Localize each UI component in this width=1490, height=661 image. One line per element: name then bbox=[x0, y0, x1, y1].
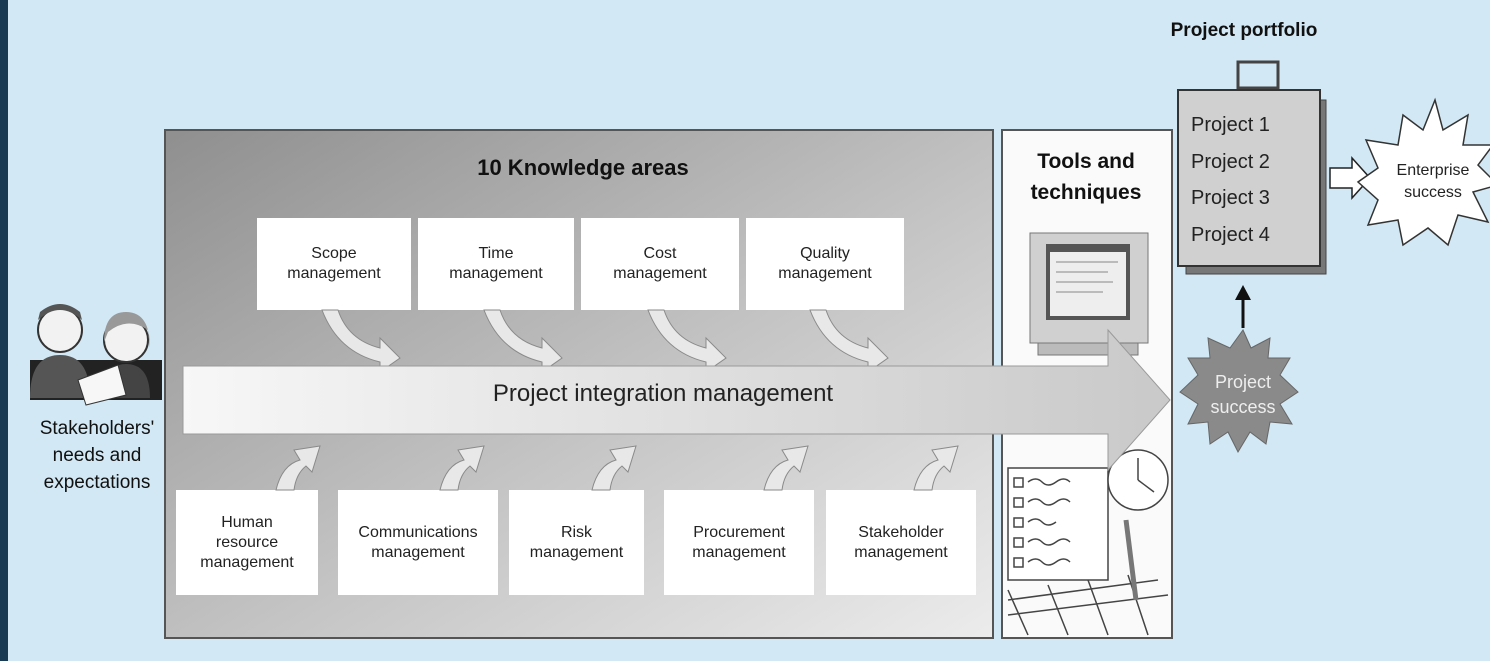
knowledge-areas-title: 10 Knowledge areas bbox=[477, 155, 689, 180]
tools-title: Tools and techniques bbox=[1030, 150, 1142, 204]
scope-management-label: Scope management bbox=[287, 245, 381, 282]
diagram-frame: Stakeholders' needs and expectations 10 … bbox=[8, 0, 1490, 661]
project-success-burst bbox=[1179, 329, 1299, 454]
diagram-canvas bbox=[30, 60, 1490, 639]
project-1-label: Project 1 bbox=[1191, 114, 1270, 136]
project-success-label: Project success bbox=[1210, 372, 1276, 417]
time-box bbox=[418, 218, 574, 310]
procurement-management-label: Procurement management bbox=[692, 523, 786, 561]
stakeholder-box bbox=[826, 490, 976, 595]
up-arrow bbox=[1235, 285, 1251, 328]
project-3-label: Project 3 bbox=[1191, 187, 1270, 209]
risk-box bbox=[509, 490, 644, 595]
cost-box bbox=[581, 218, 739, 310]
enterprise-success-label: Enterprise success bbox=[1396, 162, 1470, 201]
checklist-clock-icon bbox=[1007, 449, 1169, 636]
hr-box bbox=[176, 490, 318, 595]
scope-box bbox=[257, 218, 411, 310]
computer-monitor-icon bbox=[1029, 232, 1149, 356]
time-management-label: Time management bbox=[449, 245, 543, 282]
stakeholders-icon bbox=[30, 304, 162, 406]
project-2-label: Project 2 bbox=[1191, 151, 1270, 173]
project-4-label: Project 4 bbox=[1191, 224, 1270, 246]
procurement-box bbox=[664, 490, 814, 595]
communications-management-label: Communications management bbox=[358, 523, 478, 561]
quality-management-label: Quality management bbox=[778, 245, 872, 282]
enterprise-success-burst bbox=[1356, 97, 1490, 247]
right-arrow bbox=[1329, 156, 1372, 200]
human-resource-management-label: Human resource management bbox=[200, 513, 294, 571]
integration-label: Project integration management bbox=[492, 380, 834, 407]
comms-box bbox=[338, 490, 498, 595]
bottom-curved-arrows bbox=[275, 445, 959, 491]
integration-arrow bbox=[182, 328, 1171, 472]
briefcase-icon bbox=[1177, 60, 1327, 275]
quality-box bbox=[746, 218, 904, 310]
risk-management-label: Risk management bbox=[529, 523, 624, 561]
cost-management-label: Cost management bbox=[613, 245, 707, 282]
portfolio-title: Project portfolio bbox=[1170, 20, 1318, 41]
stakeholder-management-label: Stakeholder management bbox=[854, 523, 948, 561]
stakeholders-label: Stakeholders' needs and expectations bbox=[39, 418, 155, 493]
